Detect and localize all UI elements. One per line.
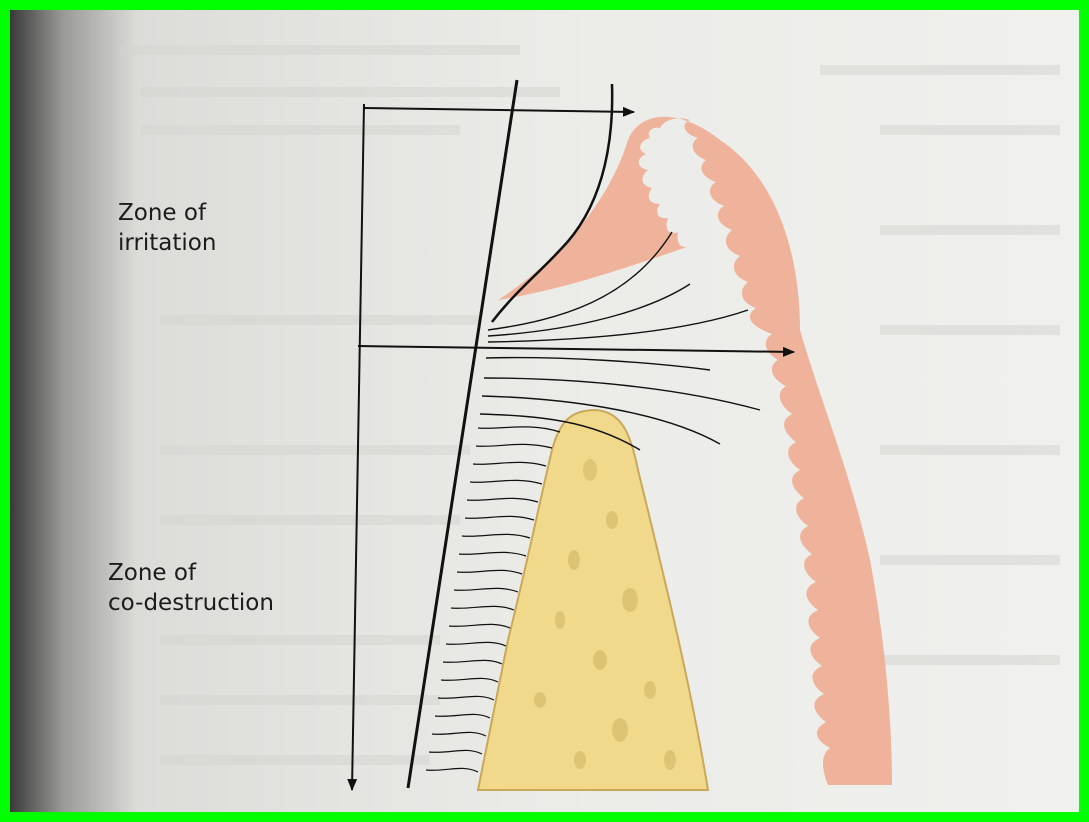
zone-codestruction-label: Zone of co-destruction [108,558,274,618]
zone-codestruction-line2: co-destruction [108,588,274,618]
zone-codestruction-line1: Zone of [108,558,274,588]
zone-irritation-line1: Zone of [118,198,216,228]
zone-irritation-label: Zone of irritation [118,198,216,258]
zone-irritation-line2: irritation [118,228,216,258]
